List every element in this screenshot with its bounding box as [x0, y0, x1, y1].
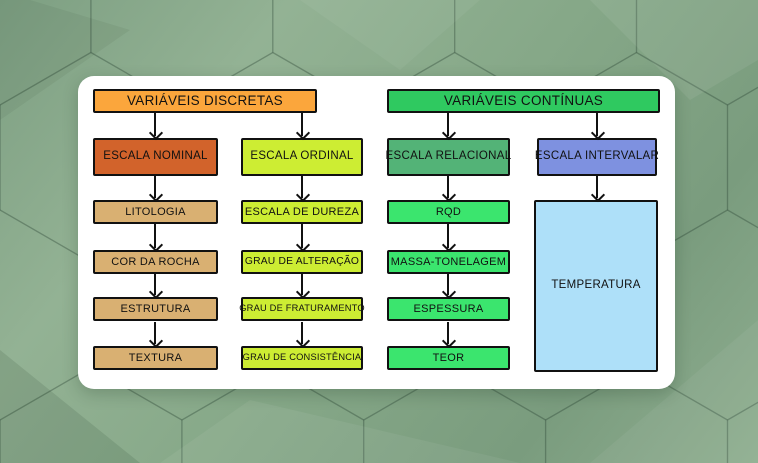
box-escala-nominal: ESCALA NOMINAL	[93, 138, 218, 176]
header-variaveis-continuas: VARIÁVEIS CONTÍNUAS	[387, 89, 660, 113]
down-arrow	[148, 273, 164, 300]
box-textura: TEXTURA	[93, 346, 218, 370]
down-arrow	[441, 322, 457, 349]
box-cor-da-rocha: COR DA ROCHA	[93, 250, 218, 274]
down-arrow	[148, 322, 164, 349]
down-arrow	[441, 223, 457, 253]
box-escala-de-dureza: ESCALA DE DUREZA	[241, 200, 363, 224]
box-espessura: ESPESSURA	[387, 297, 510, 321]
box-grau-de-consistencia: GRAU DE CONSISTÊNCIA	[241, 346, 363, 370]
down-arrow	[148, 223, 164, 253]
flowchart-card: VARIÁVEIS DISCRETAS VARIÁVEIS CONTÍNUAS …	[78, 76, 675, 389]
box-temperatura: TEMPERATURA	[534, 200, 658, 372]
down-arrow	[148, 176, 164, 203]
box-estrutura: ESTRUTURA	[93, 297, 218, 321]
down-arrow	[590, 176, 606, 203]
down-arrow	[441, 176, 457, 203]
down-arrow	[295, 176, 311, 203]
box-escala-relacional: ESCALA RELACIONAL	[386, 138, 511, 176]
down-arrow	[441, 113, 457, 141]
down-arrow	[295, 322, 311, 349]
box-teor: TEOR	[387, 346, 510, 370]
box-escala-ordinal: ESCALA ORDINAL	[241, 138, 363, 176]
header-variaveis-discretas: VARIÁVEIS DISCRETAS	[93, 89, 317, 113]
box-rqd: RQD	[387, 200, 510, 224]
box-grau-de-fraturamento: GRAU DE FRATURAMENTO	[239, 297, 365, 321]
down-arrow	[590, 113, 606, 141]
down-arrow	[295, 113, 311, 141]
down-arrow	[148, 113, 164, 141]
box-escala-intervalar: ESCALA INTERVALAR	[535, 138, 659, 176]
down-arrow	[295, 223, 311, 253]
down-arrow	[295, 273, 311, 300]
box-grau-de-alteracao: GRAU DE ALTERAÇÃO	[241, 250, 363, 274]
box-litologia: LITOLOGIA	[93, 200, 218, 224]
box-massa-tonelagem: MASSA-TONELAGEM	[387, 250, 510, 274]
down-arrow	[441, 273, 457, 300]
